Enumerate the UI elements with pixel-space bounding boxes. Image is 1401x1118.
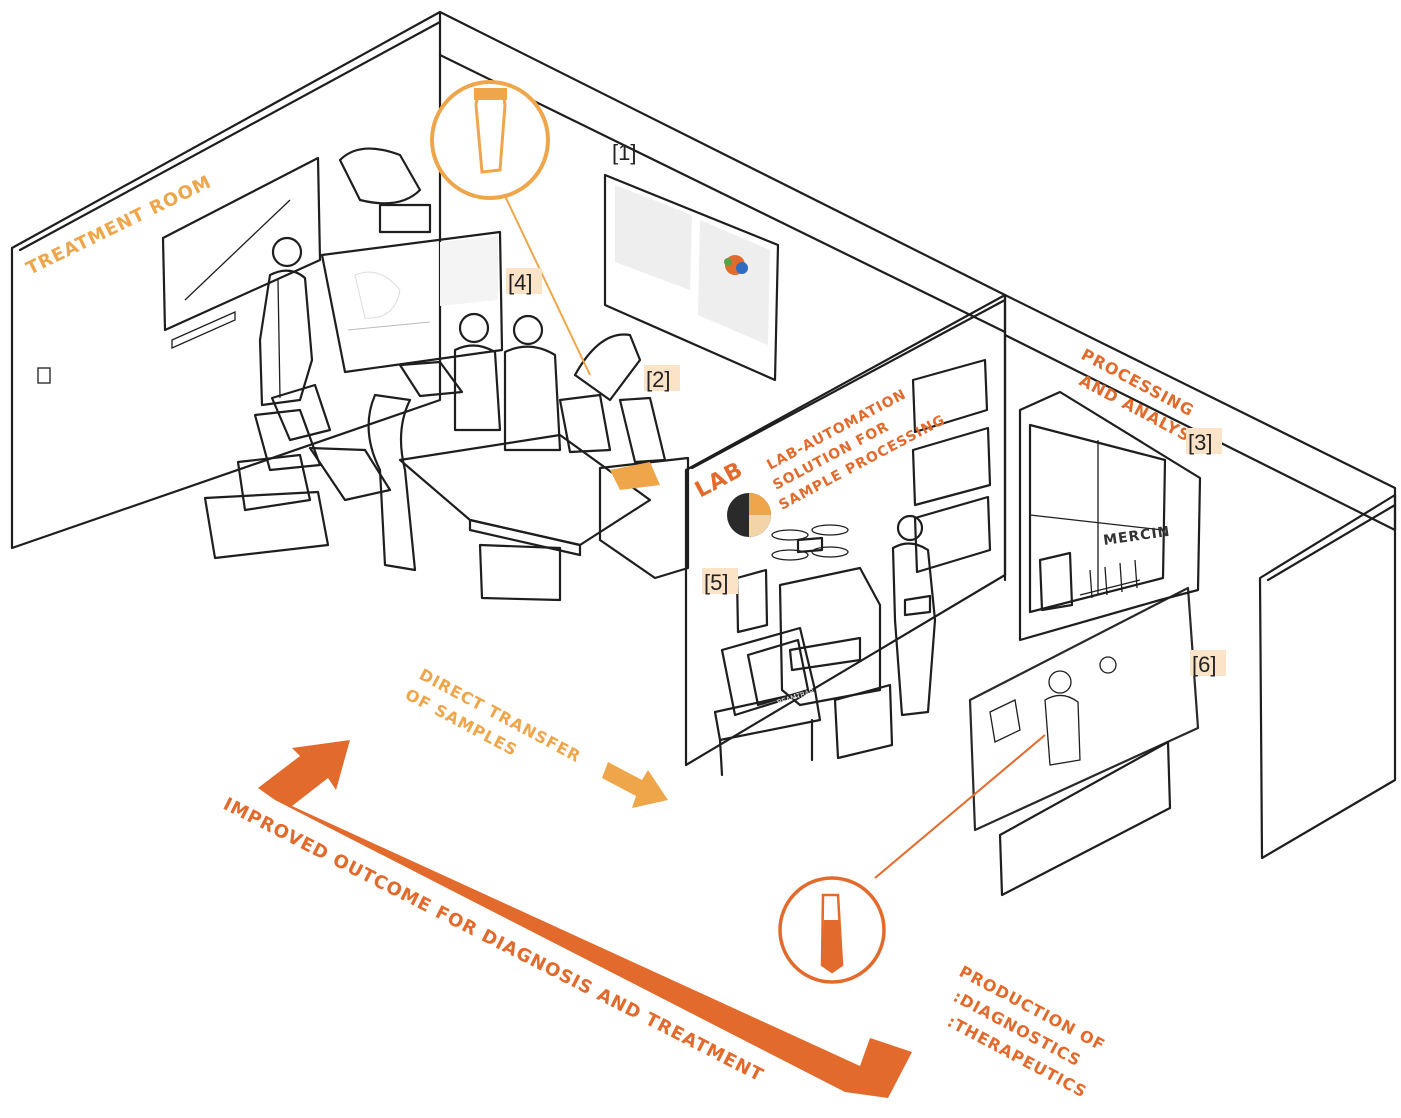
arrow-direct-transfer <box>602 762 668 808</box>
doctor-left <box>260 238 312 405</box>
sample-callout-bottom <box>780 735 1045 982</box>
ref-1: [1] <box>612 140 636 165</box>
lab-scientist <box>893 516 935 715</box>
ceiling-xray-arm <box>340 149 430 232</box>
ref-4: [4] <box>508 270 532 295</box>
surgeons <box>455 314 560 450</box>
improved-outcome-label: IMPROVED OUTCOME FOR DIAGNOSIS AND TREAT… <box>220 794 767 1087</box>
mercin-brand: MERCIN <box>1102 524 1171 549</box>
presentation-screen <box>970 588 1198 895</box>
ref-5: [5] <box>704 570 728 595</box>
surgical-table <box>369 395 650 600</box>
production-label: PRODUCTION OF :DIAGNOSTICS :THERAPEUTICS <box>944 962 1109 1102</box>
ref-6: [6] <box>1192 652 1216 677</box>
lab-equipment <box>715 568 892 775</box>
lab-wall-panels <box>727 360 990 632</box>
cobot-arm <box>560 335 665 463</box>
ref-3: [3] <box>1188 430 1212 455</box>
light-switch <box>38 368 50 383</box>
sample-cabinet <box>600 458 688 578</box>
wall-display-1 <box>605 175 778 380</box>
lab-automation-label: LAB-AUTOMATION SOLUTION FOR SAMPLE PROCE… <box>764 386 948 513</box>
direct-transfer-label: DIRECT TRANSFER OF SAMPLES <box>402 665 584 766</box>
ref-2: [2] <box>646 367 670 392</box>
sample-callout-top <box>432 82 590 375</box>
